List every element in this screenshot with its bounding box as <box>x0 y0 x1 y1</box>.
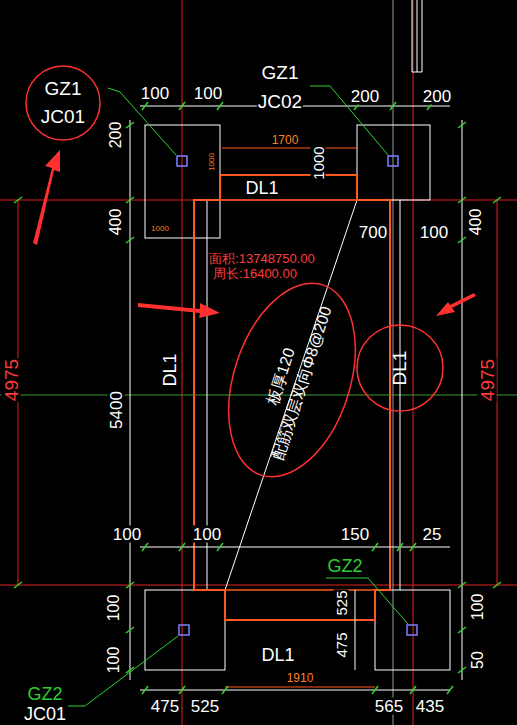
dimension-line <box>355 590 356 670</box>
callout-circle-outline <box>25 65 101 141</box>
dimension: 100 <box>419 224 449 241</box>
foundation-outline <box>357 125 430 200</box>
dimension: 100 <box>106 594 122 623</box>
callout-text: JC02 <box>257 92 303 111</box>
leader-lines <box>68 86 408 706</box>
dimension: 475 <box>334 631 349 658</box>
axis-line <box>0 200 517 201</box>
column-square <box>407 625 417 635</box>
dimension: 525 <box>190 698 220 715</box>
dimension: 700 <box>358 224 388 241</box>
foundation-outline <box>145 590 225 670</box>
columns <box>177 156 417 635</box>
dimension-line <box>462 120 463 680</box>
markup-arrow <box>33 150 60 245</box>
dimension: 400 <box>468 208 484 237</box>
dimension: 100 <box>470 593 486 622</box>
area-note: 面积:13748750.00 <box>208 252 316 265</box>
beam-label: DL1 <box>260 646 295 664</box>
dimension: 565 <box>374 698 404 715</box>
dimension: 1910 <box>286 672 315 684</box>
dimension: 100 <box>112 526 142 543</box>
column-stub <box>412 0 413 72</box>
dimension-line <box>140 547 450 548</box>
leader-line <box>68 636 178 706</box>
beam-outline <box>225 589 375 591</box>
markup-arrows <box>33 150 476 318</box>
foundation-outlines <box>145 125 450 670</box>
markup-arrow <box>436 293 476 316</box>
beam-label: DL1 <box>161 352 179 387</box>
grid-line <box>0 395 517 396</box>
node-text: JC01 <box>41 106 85 128</box>
dimension: 1000 <box>311 145 326 180</box>
callout-circle-shape <box>26 66 100 140</box>
dimension-line <box>222 148 357 149</box>
dimension: 100 <box>140 85 170 102</box>
dimension-line <box>130 120 131 680</box>
beam-edge <box>400 200 401 590</box>
markup-circle-shape <box>357 325 443 411</box>
node-text: GZ1 <box>45 78 82 100</box>
dimension: 435 <box>415 698 445 715</box>
axis-line <box>0 585 517 586</box>
dimension: 50 <box>470 650 486 670</box>
node-text-group: DL1 <box>389 351 411 386</box>
node-text-group: 板厚120配筋双层双向Φ8@200 <box>248 297 336 462</box>
column-stub <box>417 0 418 72</box>
foundation-outline <box>375 590 450 670</box>
dimension: 200 <box>108 121 124 150</box>
dimension: 4975 <box>2 358 21 402</box>
column-square <box>177 156 187 166</box>
markup-circle: DL1 <box>356 324 444 412</box>
dimension: 475 <box>150 698 180 715</box>
dimension: 25 <box>422 526 443 543</box>
dimension: 150 <box>340 526 370 543</box>
beam-label: DL1 <box>244 179 279 197</box>
axis-line <box>182 0 183 725</box>
node-text-group: GZ1JC01 <box>41 78 85 128</box>
dimension: 200 <box>350 88 380 105</box>
beam-outline <box>220 199 357 201</box>
dimension: 525 <box>334 589 349 616</box>
column-stub <box>422 0 423 72</box>
markup-arrow <box>138 303 220 318</box>
node-text: DL1 <box>389 351 411 386</box>
axis-line <box>413 0 414 725</box>
dimension-ticks <box>14 102 501 694</box>
markup-ellipse: 板厚120配筋双层双向Φ8@200 <box>232 280 352 480</box>
dimension: 100 <box>106 646 122 675</box>
dimension: 400 <box>108 208 124 237</box>
dimension: 100 <box>193 85 223 102</box>
column-square <box>388 156 398 166</box>
dimension: 200 <box>422 88 452 105</box>
dimension: 1700 <box>271 134 300 146</box>
column-label: GZ2 <box>326 557 363 575</box>
dimension: 4975 <box>478 358 497 402</box>
slab-outline <box>194 175 390 620</box>
callout-circle: GZ1JC01 <box>25 65 101 141</box>
foundation-outline <box>145 125 220 238</box>
column-stub <box>412 72 422 73</box>
dimension: 1000 <box>150 225 170 233</box>
foundation-label: JC01 <box>23 705 67 723</box>
dimension-line <box>225 687 375 688</box>
column-stub <box>412 0 422 72</box>
dimension-lines <box>130 106 462 690</box>
leader-line <box>326 578 408 624</box>
column-label: GZ2 <box>26 685 63 703</box>
dimension: 100 <box>192 526 222 543</box>
dimension: 1000 <box>208 152 216 172</box>
callout-text: GZ1 <box>261 63 300 82</box>
markup-ellipse-shape <box>206 267 378 493</box>
column-square <box>179 625 189 635</box>
dimension-line <box>140 690 450 691</box>
dimension-line <box>497 200 498 585</box>
dimension: 5400 <box>108 390 125 430</box>
perimeter-note: 周长:16400.00 <box>212 267 298 280</box>
